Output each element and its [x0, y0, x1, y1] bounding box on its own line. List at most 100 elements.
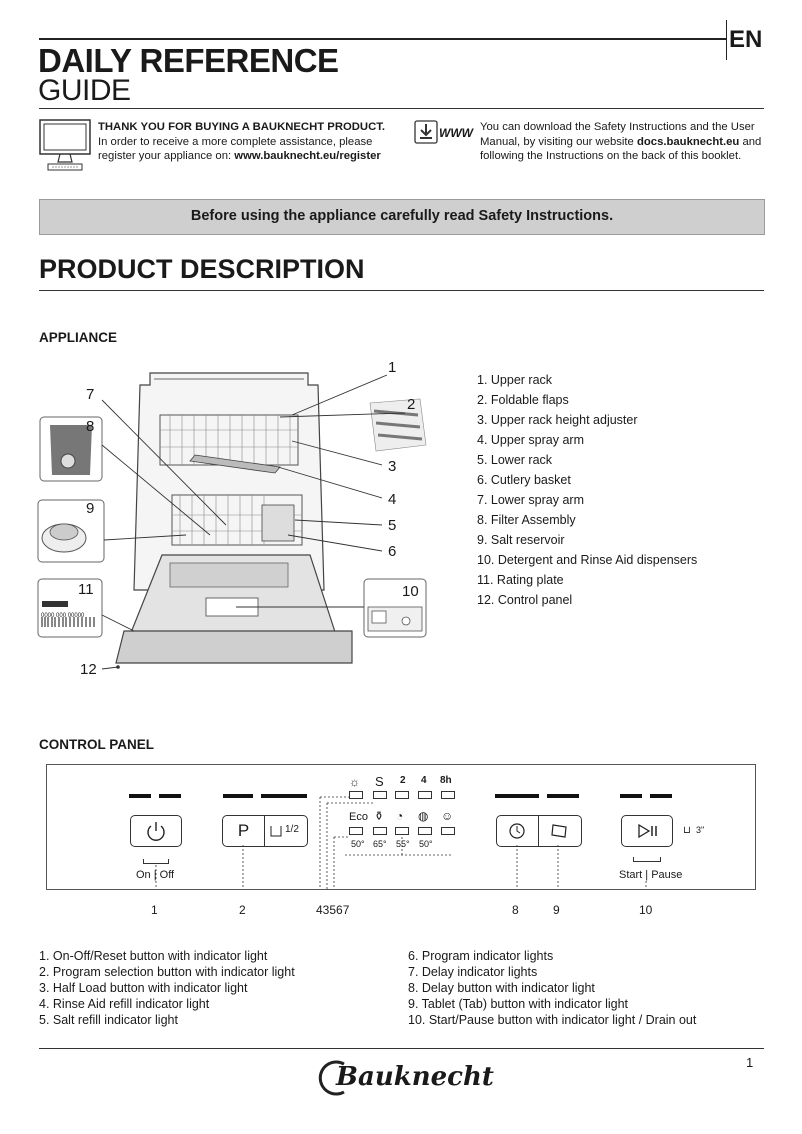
header-bottom-rule [39, 108, 764, 109]
list-item: 8. Filter Assembly [477, 513, 576, 527]
list-item: 7. Lower spray arm [477, 493, 584, 507]
start-pause-button[interactable] [621, 815, 673, 847]
list-item: 3. Upper rack height adjuster [477, 413, 638, 427]
callout-10: 10 [402, 583, 419, 600]
program-led-intensive [373, 827, 387, 835]
control-panel-figure: P 1/2 ☼ S 2 4 8h Eco ⚱ ◔ ◍ ☺ 50° 65° 55°… [46, 764, 756, 890]
download-icon [414, 120, 438, 144]
on-off-indicator [129, 794, 181, 798]
list-item: 5. Lower rack [477, 453, 553, 467]
callout-3: 3 [388, 458, 397, 475]
appliance-parts-list: 1. Upper rack 2. Foldable flaps 3. Upper… [477, 370, 697, 610]
start-pause-bracket [633, 857, 661, 862]
panel-number-3-7: 43567 [316, 903, 350, 917]
list-item: 1. On-Off/Reset button with indicator li… [39, 949, 268, 963]
start-indicator [620, 794, 672, 798]
list-item: 4. Rinse Aid refill indicator light [39, 997, 210, 1011]
temp-label: 55° [396, 839, 410, 849]
list-item: 2. Foldable flaps [477, 393, 569, 407]
delay-8h-led [441, 791, 455, 799]
rinse-aid-led [349, 791, 363, 799]
delay-2h-label: 2 [400, 775, 406, 786]
half-load-icon [270, 826, 282, 837]
program-led-quick [441, 827, 455, 835]
register-link[interactable]: www.bauknecht.eu/register [234, 150, 381, 162]
control-panel-leaders [155, 796, 647, 889]
program-half-load-button-group: P 1/2 [222, 815, 308, 847]
panel-number-1: 1 [151, 903, 158, 917]
eco-label: Eco [349, 811, 368, 823]
product-description-title: PRODUCT DESCRIPTION [39, 254, 365, 284]
download-line-3: following the Instructions on the back o… [480, 150, 742, 162]
download-line-1: You can download the Safety Instructions… [480, 121, 755, 133]
delay-8h-label: 8h [440, 775, 452, 786]
drain-icon: ⊔ [683, 825, 691, 836]
appliance-heading: APPLIANCE [39, 330, 118, 345]
half-load-button[interactable]: 1/2 [265, 816, 307, 846]
callout-7: 7 [86, 386, 95, 403]
program-button[interactable]: P [237, 821, 250, 840]
footer-rule [39, 1048, 764, 1049]
on-off-button[interactable] [130, 815, 182, 847]
rating-plate-code: 0000 000 00000 [41, 613, 85, 619]
list-item: 6. Cutlery basket [477, 473, 571, 487]
button-divider [264, 816, 265, 846]
temp-label: 50° [419, 839, 433, 849]
callout-9: 9 [86, 500, 95, 517]
list-item: 12. Control panel [477, 593, 573, 607]
panel-number-2: 2 [239, 903, 246, 917]
rinse-aid-icon: ☼ [349, 775, 360, 789]
salt-icon: S [375, 774, 384, 789]
register-line-1: In order to receive a more complete assi… [98, 135, 373, 148]
docs-link[interactable]: docs.bauknecht.eu [636, 135, 740, 148]
list-item: 9. Tablet (Tab) button with indicator li… [408, 997, 629, 1011]
monitor-icon [39, 119, 91, 171]
play-pause-icon [638, 823, 657, 839]
www-label: WWW [439, 126, 473, 140]
half-load-label: 1/2 [285, 824, 299, 835]
download-line-2-suffix: and [739, 135, 762, 148]
callout-2: 2 [407, 396, 416, 413]
control-panel-list-left: 1. On-Off/Reset button with indicator li… [39, 948, 295, 1028]
list-item: 1. Upper rack [477, 373, 553, 387]
glass-icon: ◍ [418, 809, 429, 823]
tablet-button[interactable] [539, 816, 581, 846]
callout-6: 6 [388, 543, 397, 560]
program-led-eco [349, 827, 363, 835]
delay-tablet-button-group [496, 815, 582, 847]
temp-label: 50° [351, 839, 365, 849]
list-item: 9. Salt reservoir [477, 533, 565, 547]
on-off-bracket [143, 859, 169, 864]
list-item: 10. Start/Pause button with indicator li… [408, 1013, 697, 1027]
drain-label: 3" [696, 825, 705, 835]
callout-5: 5 [388, 517, 397, 534]
button-divider [538, 816, 539, 846]
control-panel-heading: CONTROL PANEL [39, 737, 155, 752]
salt-led [373, 791, 387, 799]
header-top-rule [39, 38, 727, 40]
title-line-2: GUIDE [38, 74, 131, 107]
panel-number-8: 8 [512, 903, 519, 917]
on-off-label: On | Off [136, 869, 175, 881]
thank-you-title: THANK YOU FOR BUYING A BAUKNECHT PRODUCT… [98, 121, 386, 133]
product-description-rule [39, 290, 764, 291]
program-led-normal [395, 827, 409, 835]
brand-logo-mark [318, 1060, 345, 1096]
quick-icon: ☺ [441, 809, 454, 823]
tablet-icon [551, 824, 567, 838]
delay-4h-led [418, 791, 432, 799]
brand-logo: Bauknecht [336, 1062, 494, 1092]
panel-number-10: 10 [639, 903, 653, 917]
callout-1: 1 [388, 359, 397, 376]
list-item: 2. Program selection button with indicat… [39, 965, 295, 979]
header-lang-divider [726, 20, 727, 60]
title-line-1: DAILY REFERENCE [38, 42, 339, 79]
program-led-glass [418, 827, 432, 835]
intro-download-block: You can download the Safety Instructions… [480, 120, 765, 164]
delay-button[interactable] [497, 816, 538, 846]
list-item: 7. Delay indicator lights [408, 965, 538, 979]
delay-4h-label: 4 [421, 775, 427, 786]
download-line-2: Manual, by visiting our website docs.bau… [480, 135, 765, 150]
pot-icon: ⚱ [374, 809, 385, 823]
program-indicator [223, 794, 307, 798]
